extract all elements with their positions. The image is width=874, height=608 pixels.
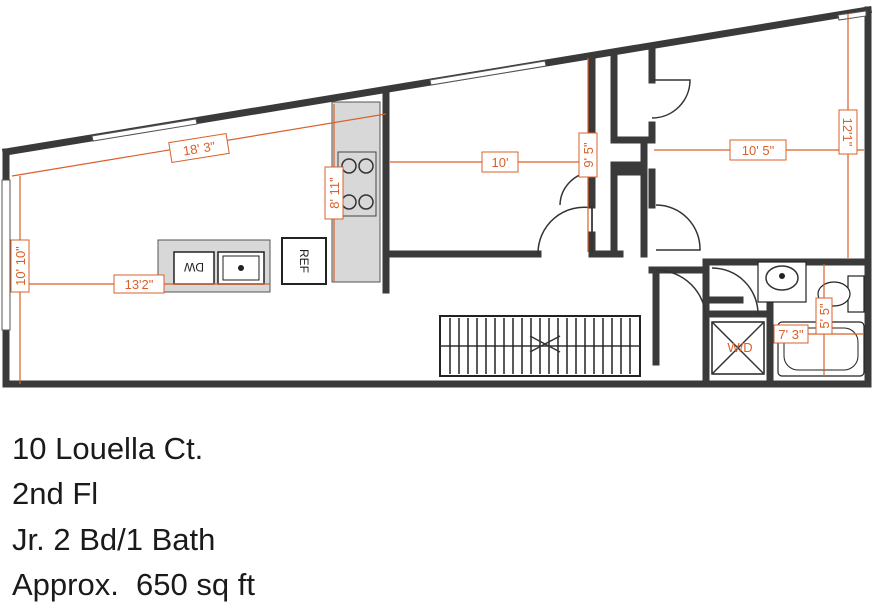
bedroom2-depth-label: 12'1" (840, 118, 855, 147)
kitchen-width-label: 8' 11" (327, 177, 342, 209)
stairs (439, 315, 641, 377)
windows (1, 10, 867, 331)
caption-area: Approx. 650 sq ft (12, 567, 255, 602)
kitchen-counter-label: 13'2" (125, 277, 154, 292)
stove-icon (337, 151, 377, 217)
caption-floor: 2nd Fl (12, 476, 99, 511)
kitchen: DW REF (157, 101, 381, 293)
dishwasher-label: DW (183, 260, 204, 274)
caption-address: 10 Louella Ct. (12, 431, 204, 466)
bedroom2-width-label: 10' 5" (742, 143, 775, 158)
dishwasher-icon: DW (173, 251, 215, 285)
bedroom1-width-label: 10' (492, 155, 509, 170)
bedroom1-depth-label: 9' 5" (581, 142, 596, 168)
dimension-labels: 18' 3" 10' 10" 13'2" 8' 11" 10' 9' 5" 10… (10, 109, 858, 344)
bathroom: W/D (711, 261, 865, 377)
main-depth-label: 10' 10" (13, 246, 28, 286)
refrigerator-icon: REF (281, 237, 327, 285)
main-length-label: 18' 3" (182, 138, 217, 158)
bathroom-sink-icon (757, 261, 807, 303)
floor-plan: DW REF (1, 5, 873, 388)
washer-dryer-icon: W/D (711, 321, 765, 375)
bath-width-label: 7' 3" (778, 327, 804, 342)
caption-unit-type: Jr. 2 Bd/1 Bath (12, 522, 216, 557)
refrigerator-label: REF (297, 249, 311, 273)
sink-icon (217, 251, 265, 285)
bath-depth-label: 5' 5" (817, 303, 832, 329)
washer-dryer-label: W/D (727, 340, 752, 355)
